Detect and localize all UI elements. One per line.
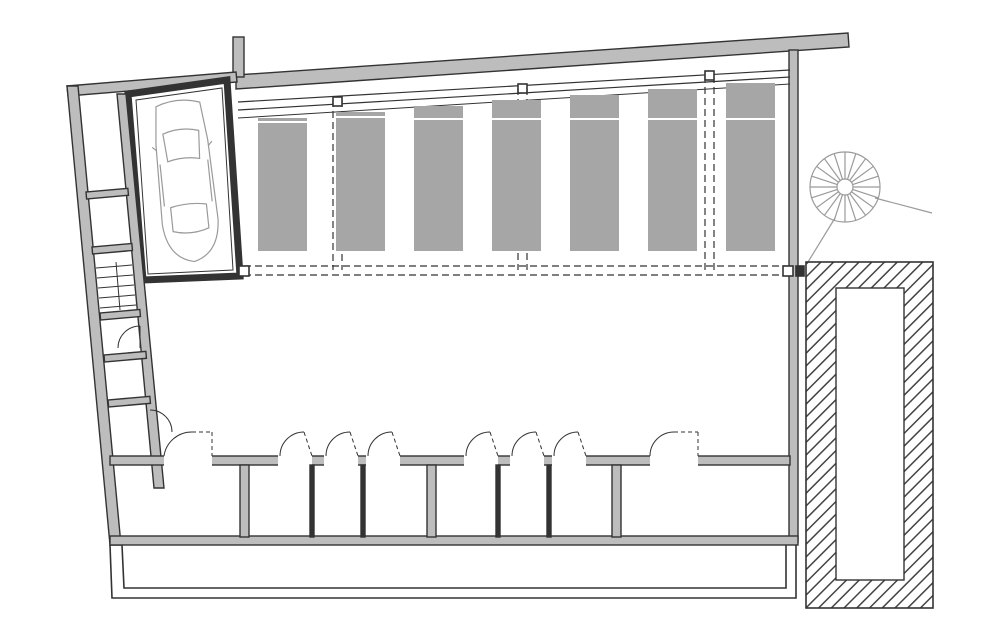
columns: [238, 70, 805, 277]
stair-tread: [811, 175, 838, 186]
outer-walls: [66, 32, 850, 546]
stair-tread: [816, 165, 839, 183]
stair-tread: [849, 193, 867, 216]
parking-structure: [237, 69, 805, 277]
bottom-wall: [109, 535, 799, 546]
right-outer-wall: [788, 49, 799, 543]
dashed-beam-horizontal: [244, 265, 786, 276]
storage-front-wall: [109, 455, 791, 466]
top-duct: [232, 36, 245, 78]
parking-bays: [258, 83, 775, 251]
spiral-stair-icon: [807, 151, 933, 263]
car-lift: [124, 76, 244, 284]
stair-tread: [851, 191, 874, 209]
left-service-strip: [85, 93, 173, 489]
hatched-block: [805, 261, 934, 609]
bottom-strip: [109, 544, 797, 599]
stair-treads: [95, 261, 137, 311]
parking-bay: [648, 89, 697, 251]
parking-bay: [570, 95, 619, 251]
stair-tread: [811, 188, 838, 199]
stair-tread: [852, 188, 879, 199]
parking-bay: [414, 106, 463, 251]
stair-tread: [823, 193, 841, 216]
stair-tread: [846, 153, 857, 180]
stair-tread: [833, 194, 844, 221]
stair-tread: [852, 175, 879, 186]
stair-tread: [846, 194, 857, 221]
parking-bay: [336, 112, 385, 251]
storage-row: [109, 431, 791, 538]
car-icon: [151, 99, 219, 263]
stair-tread: [833, 153, 844, 180]
parking-bay: [726, 83, 775, 251]
stair-tread: [816, 191, 839, 209]
parking-bay: [492, 100, 541, 251]
stair-tread: [823, 158, 841, 181]
parking-bay: [258, 118, 307, 251]
door-swings: [163, 431, 699, 457]
top-wall: [235, 32, 850, 90]
stair-tread: [849, 158, 867, 181]
stair-tread: [851, 165, 874, 183]
